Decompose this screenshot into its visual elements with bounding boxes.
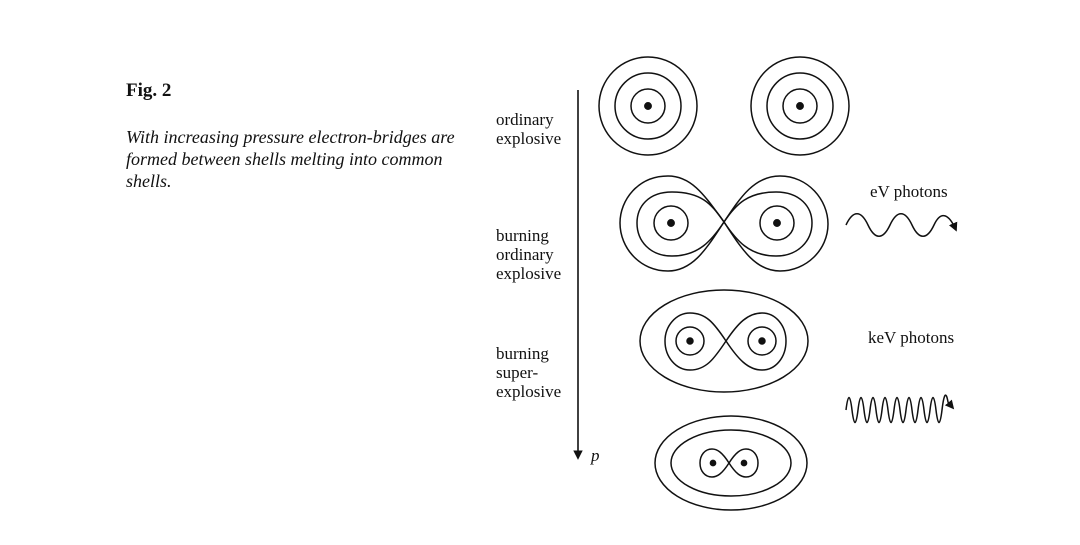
ev-photons-label: eV photons xyxy=(870,182,948,201)
kev-photons-label: keV photons xyxy=(868,328,955,347)
figure-caption: Fig. 2 With increasing pressure electron… xyxy=(126,80,456,192)
ev-photon-wave xyxy=(845,213,958,237)
atom-right xyxy=(750,56,850,156)
stage-label-burning-ordinary-explosive: burning ordinary explosive xyxy=(496,226,562,283)
figure-eight-inner-shell xyxy=(636,191,813,257)
atom-left xyxy=(598,56,698,156)
kev-photon-wave xyxy=(845,394,955,424)
figure-label: Fig. 2 xyxy=(126,80,172,101)
stage-1-separate-atoms xyxy=(598,56,850,156)
stage-2-bridged-atoms xyxy=(619,175,829,272)
stage-4-merged-shells xyxy=(654,415,808,511)
stage-label-ordinary-explosive: ordinary explosive xyxy=(496,110,562,148)
common-outer-shell xyxy=(639,289,809,393)
inner-figure-eight xyxy=(664,312,787,371)
figure-eight-outer-shell xyxy=(619,175,829,272)
stage-label-burning-super-explosive: burning super- explosive xyxy=(496,344,562,401)
small-figure-eight xyxy=(699,448,759,478)
pressure-axis-label: p xyxy=(591,446,600,465)
stage-3-common-shell xyxy=(639,289,809,393)
figure-description: With increasing pressure electron-bridge… xyxy=(126,127,455,191)
